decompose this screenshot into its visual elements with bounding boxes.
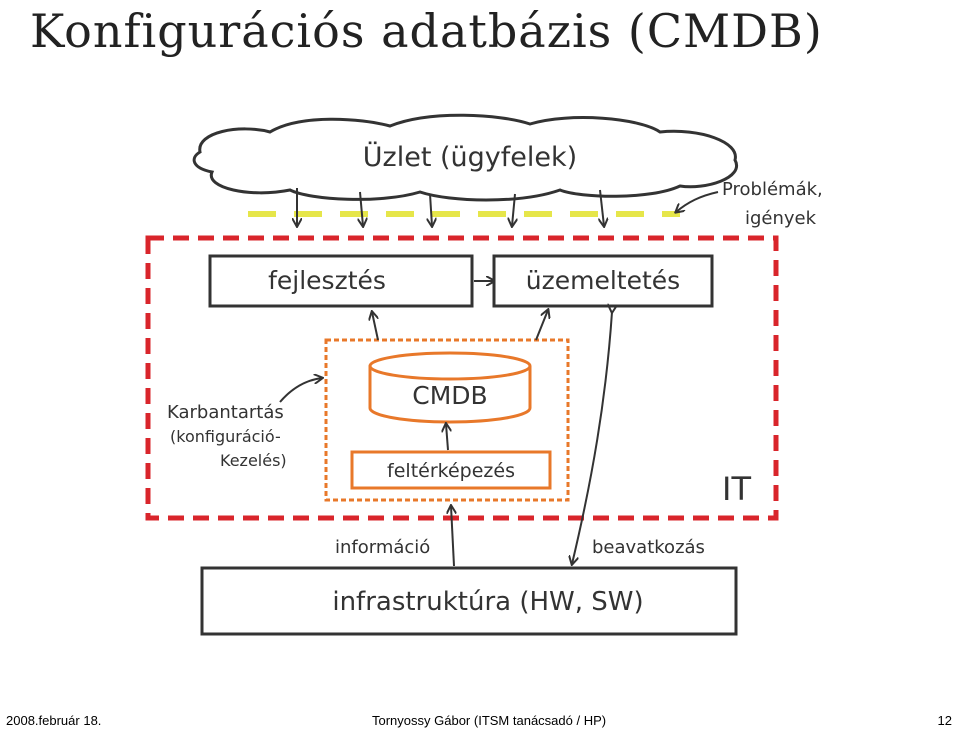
business-cloud xyxy=(192,113,739,202)
discovery-box xyxy=(350,450,552,490)
it-boundary xyxy=(145,235,779,521)
maintenance-label-line2: (konfiguráció- xyxy=(170,427,281,446)
intervention-arrow xyxy=(572,312,612,564)
cmdb-arrows xyxy=(372,310,548,451)
footer-page-number: 12 xyxy=(937,713,952,728)
information-label: információ xyxy=(335,537,430,558)
development-box xyxy=(208,254,474,308)
cloud-arrows xyxy=(297,188,604,226)
information-arrow xyxy=(451,506,454,567)
maintenance-arrow xyxy=(279,378,322,403)
infrastructure-box xyxy=(200,566,738,636)
slide-title: Konfigurációs adatbázis (CMDB) xyxy=(30,4,823,58)
cmdb-cylinder xyxy=(368,351,532,424)
cmdb-label: CMDB xyxy=(412,381,487,410)
maintenance-label-line3: Kezelés) xyxy=(220,451,287,470)
footer-author: Tornyossy Gábor (ITSM tanácsadó / HP) xyxy=(372,713,607,728)
problems-label-line1: Problémák, xyxy=(722,179,823,200)
development-label: fejlesztés xyxy=(268,266,386,295)
it-label: IT xyxy=(722,470,751,508)
footer-date: 2008.február 18. xyxy=(6,713,102,728)
business-label: Üzlet (ügyfelek) xyxy=(363,141,577,173)
cmdb-container xyxy=(324,338,570,502)
maintenance-label-line1: Karbantartás xyxy=(167,402,284,423)
infrastructure-label: infrastruktúra (HW, SW) xyxy=(332,587,643,617)
operations-label: üzemeltetés xyxy=(526,266,680,295)
problems-arrow xyxy=(676,191,719,212)
discovery-label: feltérképezés xyxy=(387,460,515,482)
problems-label-line2: igények xyxy=(745,208,817,229)
intervention-label: beavatkozás xyxy=(592,537,705,558)
